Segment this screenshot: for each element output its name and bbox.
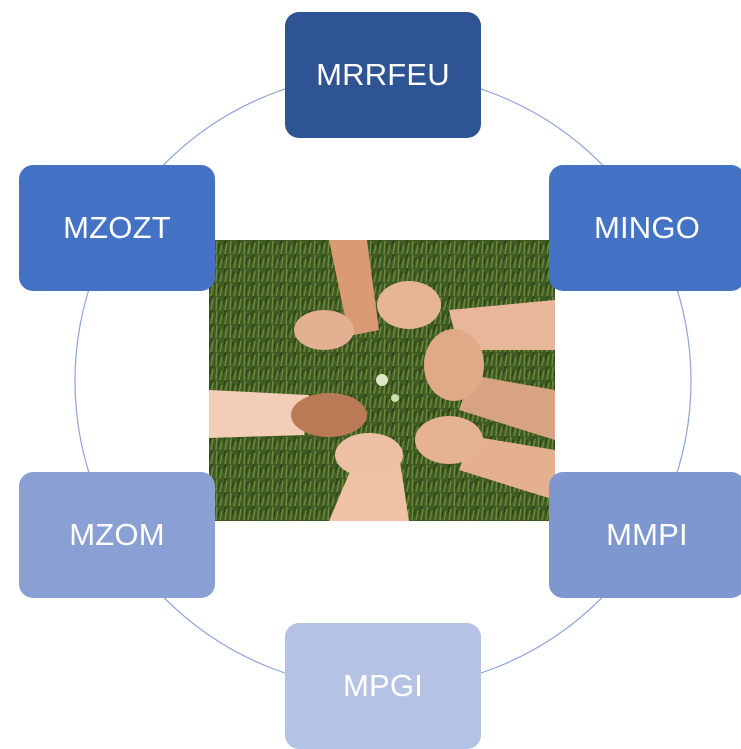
hands-photo bbox=[209, 240, 555, 521]
joined-hands-image bbox=[209, 240, 555, 521]
node-mpgi[interactable]: MPGI bbox=[285, 623, 481, 749]
node-mzozt[interactable]: MZOZT bbox=[19, 165, 215, 291]
node-mrrfeu[interactable]: MRRFEU bbox=[285, 12, 481, 138]
node-mzom[interactable]: MZOM bbox=[19, 472, 215, 598]
node-mmpi[interactable]: MMPI bbox=[549, 472, 741, 598]
node-mingo[interactable]: MINGO bbox=[549, 165, 741, 291]
